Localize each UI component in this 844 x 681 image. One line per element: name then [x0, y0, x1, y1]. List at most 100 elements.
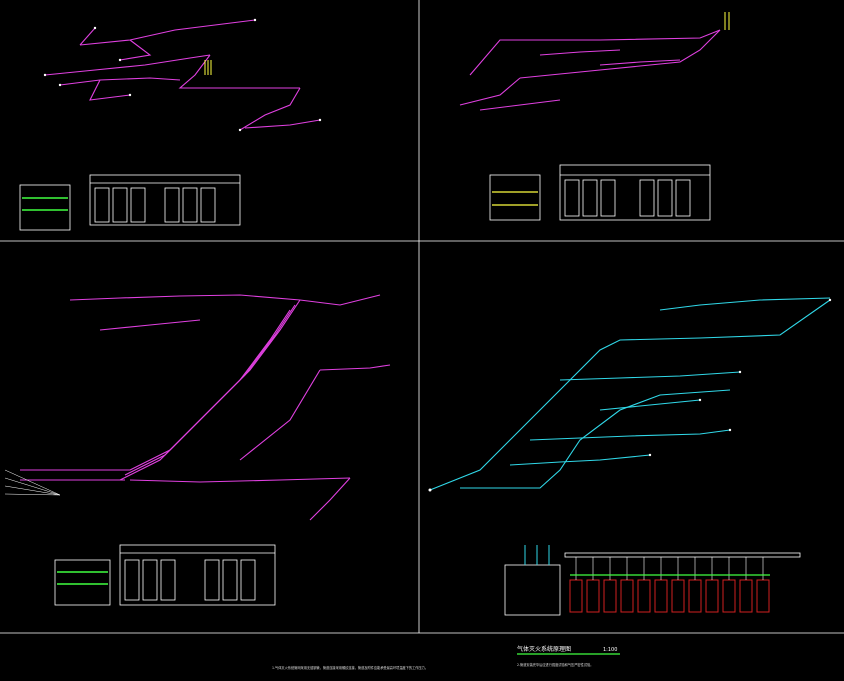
pipe-run — [89, 79, 131, 101]
cylinder — [240, 559, 256, 601]
cylinder-room-outline — [119, 544, 276, 606]
pipe-run — [460, 389, 731, 489]
pipe-run — [599, 399, 701, 411]
cylinder — [130, 187, 146, 223]
pipe-run — [559, 371, 741, 381]
drawing-scale: 1:100 — [603, 647, 617, 653]
cylinder-room-outline — [89, 174, 241, 226]
cylinder — [142, 559, 158, 601]
nozzle — [43, 73, 47, 77]
panel-bottom-left-manifold — [57, 571, 108, 585]
pipe-run — [309, 477, 351, 521]
panel-top-right-cylinder-bank — [489, 164, 711, 221]
pipe-run — [429, 299, 831, 491]
pipe-run — [479, 99, 561, 111]
pipe-run — [519, 29, 721, 79]
panel-bottom-right-isometric — [429, 297, 831, 491]
nozzle — [93, 26, 97, 30]
panel-bottom-left-fan — [4, 469, 61, 496]
fan-line — [4, 493, 61, 496]
pipe-run — [79, 19, 256, 46]
control-cabinet — [19, 184, 71, 231]
nozzle — [428, 488, 432, 492]
nozzle — [253, 18, 257, 22]
cylinder-risers — [575, 557, 764, 580]
cylinder — [639, 179, 655, 217]
cylinder — [600, 179, 616, 217]
pipe-run — [529, 429, 731, 441]
panel-top-left-isometric — [44, 19, 321, 131]
pipe-run — [239, 369, 321, 461]
panel-top-left-riser — [204, 60, 212, 75]
pipe-run — [299, 294, 381, 306]
panel-bottom-left-cylinder-bank — [54, 544, 276, 606]
cylinder — [182, 187, 198, 223]
panel-top-left-cylinder-bank — [19, 174, 241, 231]
fan-line — [4, 469, 61, 496]
cylinder — [204, 559, 220, 601]
control-cabinet — [504, 564, 561, 616]
panel-top-left-nozzles — [43, 18, 322, 132]
cylinder — [160, 559, 176, 601]
cylinder — [222, 559, 238, 601]
pipe-run — [469, 29, 721, 76]
panel-dividers — [0, 0, 844, 634]
cylinder — [94, 187, 110, 223]
title-block: 气体灭火系统原理图 1:100 1.气体灭火系统管网采用无缝钢管，管道连接采用螺… — [272, 645, 620, 670]
pipe-run — [69, 294, 301, 301]
drawing-title: 气体灭火系统原理图 — [517, 645, 571, 653]
nozzle — [828, 298, 832, 302]
control-cabinet — [54, 559, 111, 606]
cabinet-cyan-risers — [524, 545, 550, 565]
control-cabinet — [489, 174, 541, 221]
nozzle — [238, 128, 242, 132]
pipe-run — [119, 309, 291, 481]
pipe-run — [509, 454, 651, 466]
pipe-run — [319, 364, 391, 371]
nozzle — [118, 58, 122, 62]
panel-bottom-right-cylinder-bank — [504, 545, 801, 616]
cylinder — [675, 179, 691, 217]
panel-top-left-manifold — [22, 197, 68, 211]
cylinder-room-outline — [559, 164, 711, 221]
drawing-note-2: 2.管道安装完毕后应进行强度试验和气压严密性试验。 — [517, 662, 593, 667]
cylinder — [564, 179, 580, 217]
pipe-run — [659, 297, 831, 311]
nozzle — [698, 398, 702, 402]
pipe-run — [44, 54, 211, 76]
panel-bottom-left-isometric — [20, 294, 391, 521]
pipe-run — [599, 59, 681, 66]
panel-top-right-riser — [724, 12, 730, 30]
nozzle — [648, 453, 652, 457]
cylinder — [657, 179, 673, 217]
cylinder — [112, 187, 128, 223]
header-pipe — [564, 552, 801, 558]
nozzle — [728, 428, 732, 432]
nozzle — [318, 118, 322, 122]
pipe-run — [119, 39, 152, 61]
pipe-run — [539, 49, 621, 56]
nozzle — [128, 93, 132, 97]
fan-line — [4, 477, 61, 496]
panel-top-right-manifold — [492, 191, 538, 206]
cylinder — [164, 187, 180, 223]
pipe-run — [459, 77, 521, 106]
pipe-run — [99, 319, 201, 331]
pipe-run — [79, 27, 96, 46]
panel-top-right-isometric — [459, 29, 721, 111]
pipe-run — [178, 54, 300, 89]
cylinder — [200, 187, 216, 223]
nozzle — [738, 370, 742, 374]
pipe-run — [129, 477, 351, 483]
drawing-note-1: 1.气体灭火系统管网采用无缝钢管，管道连接采用螺纹连接，管道及附件应能承受最高环… — [272, 665, 428, 670]
pipe-run — [244, 119, 321, 129]
cylinder — [582, 179, 598, 217]
pipe-run — [239, 87, 301, 131]
nozzle — [58, 83, 62, 87]
fan-line — [4, 485, 61, 496]
pipe-run — [59, 77, 181, 86]
panel-bottom-right-nozzles — [428, 298, 832, 492]
cylinder — [124, 559, 140, 601]
